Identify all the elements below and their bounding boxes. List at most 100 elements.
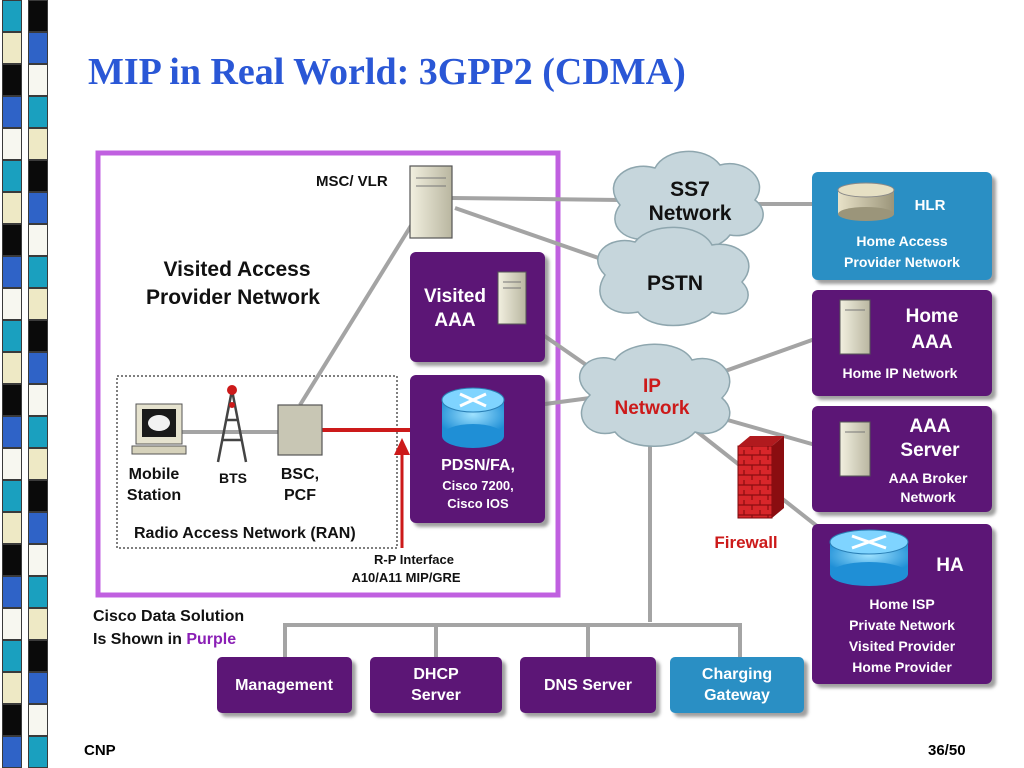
stripe-square: [2, 224, 22, 256]
stripe-square: [2, 448, 22, 480]
stripe-square: [2, 64, 22, 96]
visited-aaa-label: Visited: [424, 286, 486, 307]
cisco-note-prefix: Is Shown in: [93, 631, 186, 648]
stripe-square: [28, 480, 48, 512]
ha-label-2: Home ISP: [869, 596, 934, 612]
stripe-square: [28, 352, 48, 384]
ss7-cloud: SS7 Network: [612, 150, 764, 252]
stripe-square: [2, 32, 22, 64]
pstn-label: PSTN: [647, 272, 703, 295]
aaa-server-label-4: Network: [900, 489, 955, 505]
cisco-note-line1: Cisco Data Solution: [93, 608, 244, 625]
stripe-square: [2, 192, 22, 224]
stripe-square: [2, 704, 22, 736]
stripe-square: [2, 160, 22, 192]
charging-label-2: Gateway: [704, 687, 770, 704]
msc-vlr-label: MSC/ VLR: [316, 173, 388, 190]
stripe-square: [2, 512, 22, 544]
visited-network-label: Visited Access: [163, 258, 310, 281]
stripe-square: [2, 608, 22, 640]
stripe-square: [28, 416, 48, 448]
home-aaa-box: Home AAA Home IP Network: [812, 290, 992, 396]
router-icon: [441, 387, 505, 448]
stripe-square: [2, 480, 22, 512]
stripe-square: [28, 224, 48, 256]
pdsn-label: PDSN/FA,: [441, 457, 515, 474]
stripe-square: [28, 192, 48, 224]
stripe-square: [28, 384, 48, 416]
visited-aaa-label-2: AAA: [434, 310, 475, 331]
page-number: 36/50: [928, 742, 966, 759]
stripe-square: [2, 544, 22, 576]
stripe-square: [28, 672, 48, 704]
database-icon: [837, 182, 895, 221]
hlr-label-3: Provider Network: [844, 254, 960, 270]
ss7-label-2: Network: [649, 202, 732, 225]
stripe-square: [28, 448, 48, 480]
stripe-square: [2, 96, 22, 128]
server-icon: [839, 421, 871, 477]
cisco-note-highlight: Purple: [186, 631, 236, 648]
firewall-icon: [737, 436, 784, 519]
stripe-square: [28, 288, 48, 320]
dns-label: DNS Server: [544, 677, 632, 694]
stripe-square: [28, 64, 48, 96]
pdsn-box: PDSN/FA, Cisco 7200, Cisco IOS: [410, 375, 545, 523]
stripe-square: [2, 672, 22, 704]
visited-aaa-box: Visited AAA: [410, 252, 545, 362]
stripe-square: [28, 32, 48, 64]
rp-arrow-head: [394, 438, 410, 455]
ha-label-5: Home Provider: [852, 659, 952, 675]
rp-interface-label-2: A10/A11 MIP/GRE: [351, 570, 460, 585]
stripe-square: [28, 704, 48, 736]
stripe-square: [28, 544, 48, 576]
dhcp-label-2: Server: [411, 687, 461, 704]
ss7-label: SS7: [670, 178, 710, 201]
home-aaa-label-3: Home IP Network: [843, 365, 958, 381]
bts-label: BTS: [219, 470, 247, 486]
stripe-square: [2, 576, 22, 608]
bsc-icon: [277, 404, 323, 456]
stripe-square: [2, 128, 22, 160]
stripe-square: [2, 640, 22, 672]
server-icon: [839, 299, 871, 355]
visited-network-label-2: Provider Network: [146, 286, 320, 309]
aaa-server-box: AAA Server AAA Broker Network: [812, 406, 992, 512]
charging-label: Charging: [702, 666, 772, 683]
ha-label-3: Private Network: [849, 617, 955, 633]
aaa-server-label-2: Server: [900, 440, 960, 461]
hlr-label: HLR: [915, 197, 946, 214]
hlr-label-2: Home Access: [856, 233, 948, 249]
stripe-square: [28, 512, 48, 544]
stripe-square: [28, 0, 48, 32]
server-icon: [497, 271, 527, 325]
mobile-station-label: Mobile: [129, 466, 180, 483]
bts-tower-icon: [216, 385, 248, 463]
bsc-label-2: PCF: [284, 487, 316, 504]
ha-label: HA: [936, 555, 964, 576]
stripe-square: [28, 320, 48, 352]
slide-title: MIP in Real World: 3GPP2 (CDMA): [88, 51, 686, 93]
ip-label: IP: [643, 376, 661, 397]
home-aaa-label: Home: [906, 306, 959, 327]
cisco-note-line2: Is Shown in Purple: [93, 631, 236, 648]
pdsn-label-3: Cisco IOS: [447, 496, 509, 511]
stripe-square: [2, 288, 22, 320]
stripe-square: [28, 160, 48, 192]
stripe-square: [28, 96, 48, 128]
ran-border: [116, 375, 398, 549]
hlr-box: HLR Home Access Provider Network: [812, 172, 992, 280]
management-label: Management: [235, 677, 333, 694]
ha-box: HA Home ISP Private Network Visited Prov…: [812, 524, 992, 684]
aaa-server-label: AAA: [909, 416, 950, 437]
msc-server-icon: [409, 165, 453, 239]
aaa-server-label-3: AAA Broker: [889, 470, 968, 486]
stripe-square: [2, 384, 22, 416]
ip-network-cloud: IP Network: [578, 343, 731, 447]
router-icon: [829, 529, 909, 586]
stripe-square: [2, 352, 22, 384]
firewall-label: Firewall: [714, 533, 777, 552]
charging-gateway-box: Charging Gateway: [670, 657, 804, 713]
ha-label-4: Visited Provider: [849, 638, 956, 654]
